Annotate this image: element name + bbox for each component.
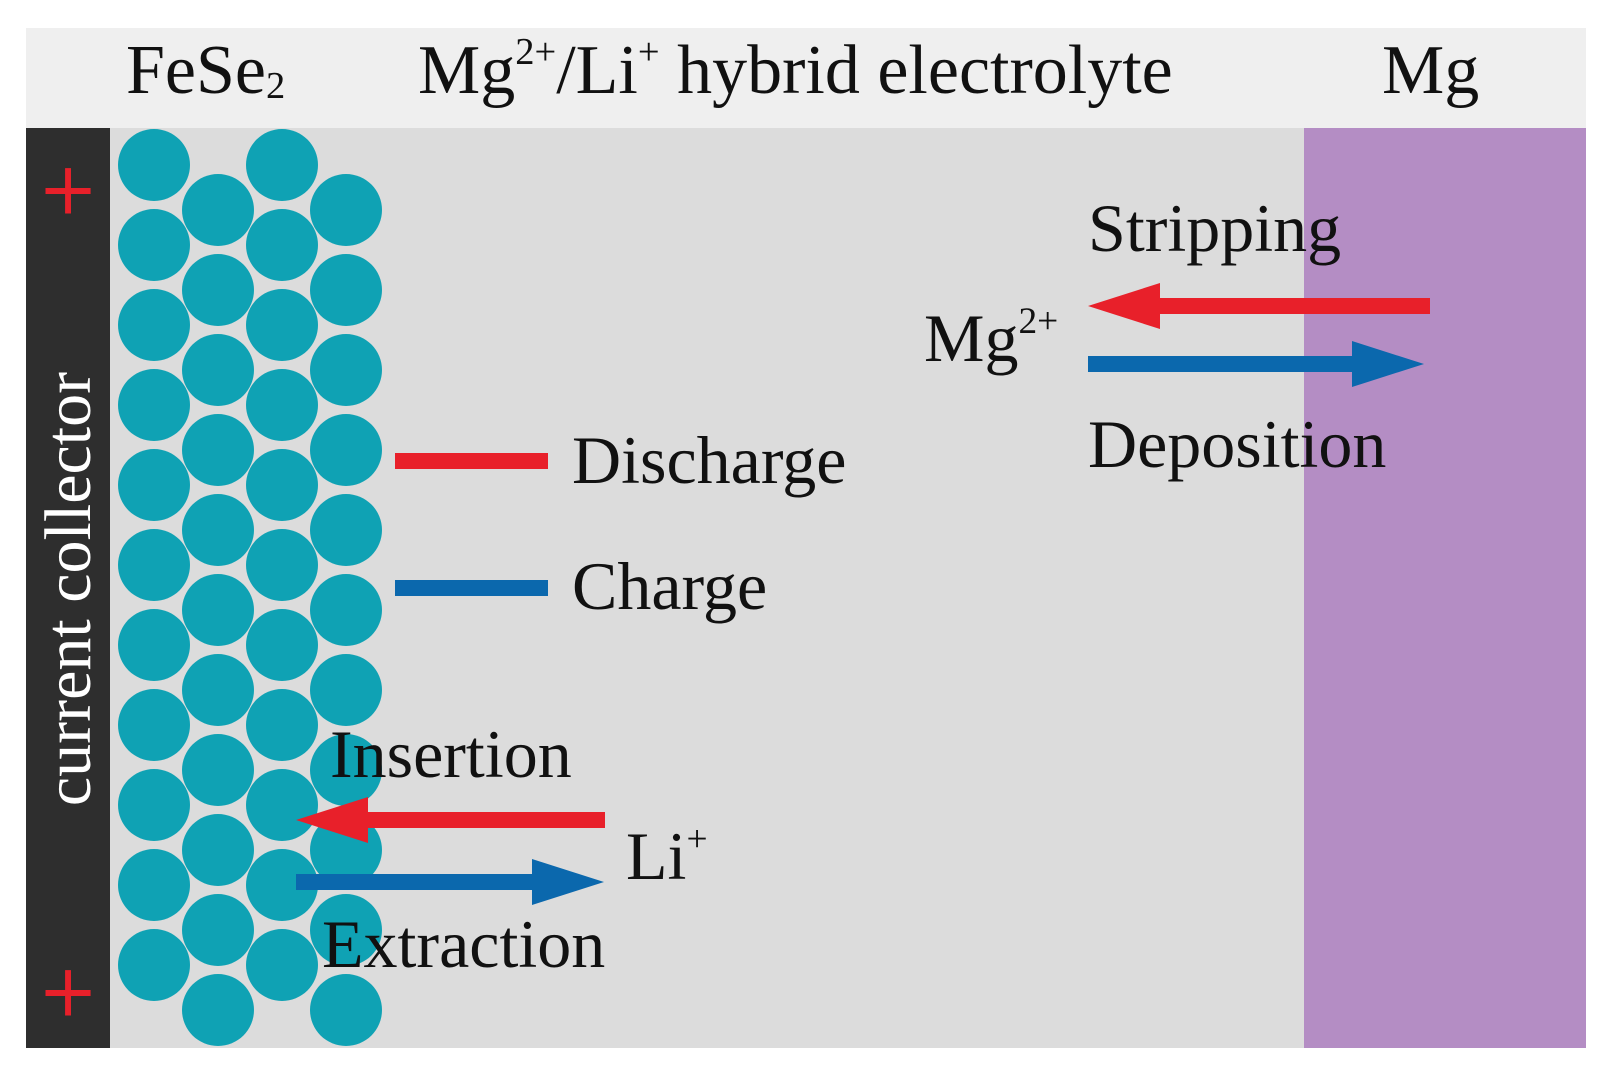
fese2-particle [118,769,190,841]
fese2-particle [246,209,318,281]
current-collector [26,128,110,1048]
electrolyte-title: Mg2+/Li+ hybrid electrolyte [418,33,1173,106]
fese2-particle [182,974,254,1046]
fese2-particle [310,334,382,406]
fese2-particle [246,849,318,921]
header-band [26,28,1586,128]
fese2-particle [118,689,190,761]
fese2-particle [246,769,318,841]
anode-title: Mg [1382,36,1479,106]
mg-ion-label: Mg2+ [924,300,1059,372]
fese2-particle [310,254,382,326]
fese2-particle [182,574,254,646]
li-ion-charge: + [686,818,708,860]
legend-discharge-label: Discharge [572,422,847,498]
fese2-particle [310,894,382,966]
fese2-particle [310,654,382,726]
fese2-particle [182,654,254,726]
legend-charge-label: Charge [572,548,768,624]
fese2-particle [246,449,318,521]
collector-plus-signs: ++ [38,147,98,1033]
electrolyte-title-sup2: + [637,31,660,74]
fese2-particle [310,494,382,566]
fese2-particle [246,689,318,761]
fese2-particle [310,414,382,486]
mg-deposition-arrow [1088,341,1424,387]
fese2-particle [310,574,382,646]
fese2-particles [118,129,382,1046]
fese2-particle [182,814,254,886]
li-ion-label: Li+ [626,818,708,890]
fese2-particle [118,209,190,281]
fese2-particle [118,849,190,921]
fese2-particle [182,734,254,806]
cathode-title-subscript: 2 [266,64,286,107]
fese2-particle [182,174,254,246]
li-insertion-arrow [296,797,605,843]
fese2-particle [246,929,318,1001]
li-ion-text: Li [626,818,687,894]
collector-plus-sign: + [38,949,98,1033]
fese2-particle [310,974,382,1046]
fese2-particle [182,254,254,326]
anode-title-text: Mg [1382,32,1480,109]
fese2-particle [118,449,190,521]
mg-ion-charge: 2+ [1018,300,1059,342]
electrolyte-title-suffix: hybrid electrolyte [659,32,1173,109]
fese2-particle [182,494,254,566]
fese2-particle [182,894,254,966]
fese2-particle [182,334,254,406]
fese2-particle [310,174,382,246]
fese2-particle [118,529,190,601]
fese2-particle [246,129,318,201]
current-collector-label-box: current collector [28,130,110,1048]
fese2-particle [118,369,190,441]
fese2-particle [246,529,318,601]
li-extraction-arrow [296,859,604,905]
cathode-title-text: FeSe [126,32,266,109]
mg-deposition-label: Deposition [1088,406,1387,482]
fese2-particle [118,289,190,361]
cathode-title: FeSe2 [126,36,285,106]
mg-ion-text: Mg [924,300,1019,376]
fese2-particle [182,414,254,486]
fese2-particle [310,734,382,806]
current-collector-label: current collector [32,371,105,807]
mg-anode [1304,128,1586,1048]
fese2-particle [246,609,318,681]
fese2-particle [118,929,190,1001]
fese2-particle [246,289,318,361]
fese2-particle [118,609,190,681]
electrolyte-title-prefix: Mg [418,32,516,109]
fese2-particle [118,129,190,201]
li-insertion-label: Insertion [330,716,572,792]
mg-stripping-label: Stripping [1088,190,1342,266]
fese2-particle [246,369,318,441]
collector-plus-sign: + [38,147,98,231]
electrolyte-title-sup1: 2+ [515,31,557,74]
mg-stripping-arrow [1088,283,1430,329]
li-extraction-label: Extraction [322,906,606,982]
electrolyte-title-mid: /Li [556,32,638,109]
